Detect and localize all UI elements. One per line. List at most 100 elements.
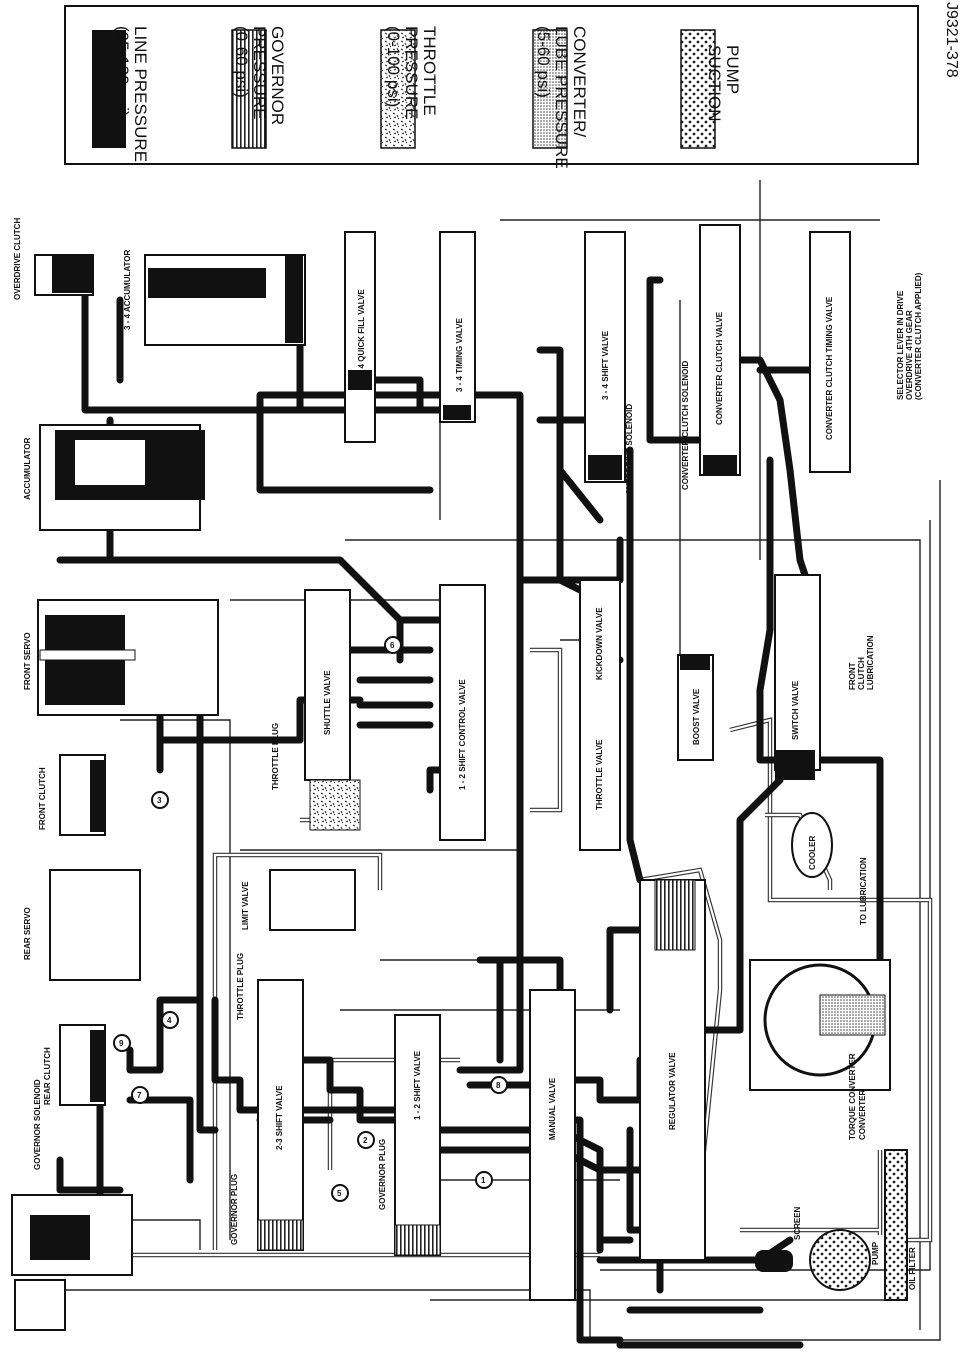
svg-text:5: 5 <box>337 1189 342 1198</box>
check-ball-5: 5 <box>331 1184 349 1202</box>
svg-text:REGULATOR VALVE: REGULATOR VALVE <box>668 1052 677 1130</box>
governor-solenoid-label: GOVERNOR SOLENOID <box>33 1079 42 1170</box>
check-balls: 1 2 3 4 5 6 7 8 9 <box>113 636 508 1202</box>
svg-text:COOLER: COOLER <box>808 836 817 870</box>
shift-valve-12: 1 - 2 SHIFT VALVE <box>394 1014 441 1256</box>
svg-text:1 - 2 SHIFT CONTROL VALVE: 1 - 2 SHIFT CONTROL VALVE <box>458 679 467 790</box>
converter-clutch-solenoid-label: CONVERTER CLUTCH SOLENOID <box>681 360 690 490</box>
pump: PUMP <box>755 1229 880 1291</box>
overdrive-clutch: OVERDRIVE CLUTCH <box>13 218 94 300</box>
legend-text-throttle: THROTTLEPRESSURE(0-100 psi) <box>384 26 439 120</box>
svg-text:BOOST VALVE: BOOST VALVE <box>692 688 701 745</box>
check-ball-6: 6 <box>384 636 402 654</box>
cooler: COOLER <box>791 812 833 878</box>
converter-clutch-valve: CONVERTER CLUTCH VALVE <box>699 224 741 476</box>
svg-text:REAR SERVO: REAR SERVO <box>23 907 32 960</box>
svg-text:2: 2 <box>363 1136 368 1145</box>
svg-text:PUMP: PUMP <box>871 1241 880 1265</box>
svg-text:CONVERTER CLUTCH VALVE: CONVERTER CLUTCH VALVE <box>715 311 724 425</box>
legend-swatch-governor <box>231 29 267 149</box>
regulator-valve: REGULATOR VALVE <box>639 879 706 1261</box>
legend-item-governor-pressure: GOVERNORPRESSURE(0-60 psi) <box>231 26 287 149</box>
shift-valve-23: 2-3 SHIFT VALVE <box>257 979 304 1251</box>
svg-text:LIMIT VALVE: LIMIT VALVE <box>241 881 250 930</box>
check-ball-8: 8 <box>490 1076 508 1094</box>
manual-valve: MANUAL VALVE <box>529 989 576 1301</box>
svg-text:OIL FILTER: OIL FILTER <box>908 1247 917 1290</box>
svg-text:CONVERTER CLUTCH TIMING VALVE: CONVERTER CLUTCH TIMING VALVE <box>825 296 834 440</box>
to-lubrication-label: TO LUBRICATION <box>859 857 868 925</box>
legend-frame <box>64 5 919 165</box>
rear-servo: REAR SERVO <box>23 869 141 981</box>
svg-text:MANUAL VALVE: MANUAL VALVE <box>548 1077 557 1140</box>
governor-assembly <box>11 1194 133 1331</box>
svg-text:3 - 4 QUICK FILL VALVE: 3 - 4 QUICK FILL VALVE <box>357 289 366 380</box>
svg-text:9: 9 <box>119 1039 124 1048</box>
shift-control-valve-12: 1 - 2 SHIFT CONTROL VALVE <box>439 584 486 841</box>
svg-text:3: 3 <box>157 796 162 805</box>
svg-text:1: 1 <box>481 1176 486 1185</box>
svg-text:THROTTLE VALVE: THROTTLE VALVE <box>595 739 604 810</box>
timing-valve-34: 3 - 4 TIMING VALVE <box>439 231 476 423</box>
shift-valve-34: 3 - 4 SHIFT VALVE <box>584 231 626 483</box>
three-four-accumulator: 3 - 4 ACCUMULATOR <box>123 249 306 346</box>
legend-text-line: LINE PRESSURE(95-130 psi) <box>113 26 150 162</box>
legend-swatch-line <box>92 30 126 148</box>
check-ball-3: 3 <box>151 791 169 809</box>
legend-text-governor: GOVERNORPRESSURE(0-60 psi) <box>232 26 287 125</box>
svg-text:3 - 4 ACCUMULATOR: 3 - 4 ACCUMULATOR <box>123 249 132 330</box>
legend-text-suction: PUMPSUCTION <box>705 45 742 122</box>
svg-text:3 - 4 TIMING VALVE: 3 - 4 TIMING VALVE <box>455 317 464 392</box>
torque-converter: TORQUE CONVERTER CONVERTER <box>749 959 891 1140</box>
svg-text:TORQUE CONVERTER: TORQUE CONVERTER <box>848 1053 857 1140</box>
rear-clutch: REAR CLUTCH <box>43 1024 106 1106</box>
svg-text:2-3 SHIFT VALVE: 2-3 SHIFT VALVE <box>275 1085 284 1150</box>
legend-item-line-pressure: LINE PRESSURE(95-130 psi) <box>92 26 150 162</box>
svg-text:1 - 2 SHIFT VALVE: 1 - 2 SHIFT VALVE <box>413 1050 422 1120</box>
throttle-plug-lower-label: THROTTLE PLUG <box>236 953 245 1020</box>
overdrive-solenoid-label: OVERDRIVE SOLENOID <box>625 404 634 495</box>
governor-plug-left-label: GOVERNOR PLUG <box>230 1174 239 1245</box>
screen-label: SCREEN <box>793 1206 802 1240</box>
kickdown-throttle-valve: KICKDOWN VALVE THROTTLE VALVE <box>579 579 621 851</box>
legend-swatch-throttle <box>380 29 416 149</box>
svg-text:7: 7 <box>137 1091 142 1100</box>
svg-text:4: 4 <box>167 1016 172 1025</box>
svg-text:OVERDRIVE CLUTCH: OVERDRIVE CLUTCH <box>13 218 22 300</box>
throttle-plug-upper-label: THROTTLE PLUG <box>271 723 280 790</box>
check-ball-9: 9 <box>113 1034 131 1052</box>
svg-text:FRONT CLUTCH: FRONT CLUTCH <box>38 767 47 830</box>
svg-text:6: 6 <box>390 641 395 650</box>
check-ball-2: 2 <box>357 1131 375 1149</box>
accumulator: ACCUMULATOR <box>23 424 205 531</box>
svg-text:ACCUMULATOR: ACCUMULATOR <box>23 437 32 500</box>
legend: LINE PRESSURE(95-130 psi) GOVERNORPRESSU… <box>64 5 919 169</box>
svg-text:SHUTTLE VALVE: SHUTTLE VALVE <box>323 670 332 735</box>
check-ball-7: 7 <box>131 1086 149 1104</box>
legend-text-converter: CONVERTER/LUBE PRESSURE(5-60 psi) <box>534 26 589 169</box>
oil-filter: OIL FILTER <box>884 1149 917 1301</box>
boost-valve: BOOST VALVE <box>677 654 714 761</box>
svg-text:3 - 4 SHIFT VALVE: 3 - 4 SHIFT VALVE <box>601 330 610 400</box>
check-ball-1: 1 <box>475 1171 493 1189</box>
shuttle-valve: SHUTTLE VALVE <box>304 589 361 831</box>
front-servo: FRONT SERVO <box>23 599 219 716</box>
check-ball-4: 4 <box>161 1011 179 1029</box>
front-clutch: FRONT CLUTCH <box>38 754 106 836</box>
svg-text:REAR CLUTCH: REAR CLUTCH <box>43 1047 52 1105</box>
legend-item-pump-suction: PUMPSUCTION <box>680 29 742 149</box>
svg-text:8: 8 <box>496 1081 501 1090</box>
governor-plug-right-label: GOVERNOR PLUG <box>378 1139 387 1210</box>
limit-valve: LIMIT VALVE <box>241 869 356 931</box>
converter-clutch-timing-valve: CONVERTER CLUTCH TIMING VALVE <box>809 231 851 473</box>
legend-swatch-converter <box>532 29 568 149</box>
quick-fill-valve: 3 - 4 QUICK FILL VALVE <box>344 231 376 443</box>
switch-valve: SWITCH VALVE <box>774 574 821 780</box>
svg-text:CONVERTER: CONVERTER <box>858 1090 867 1140</box>
reference-code: J9321-378 <box>943 2 960 78</box>
gear-note: SELECTOR LEVER IN DRIVEOVERDRIVE 4TH GEA… <box>896 272 923 400</box>
front-clutch-lube-label: FRONTCLUTCHLUBRICATION <box>848 635 875 690</box>
legend-swatch-suction <box>680 29 716 149</box>
